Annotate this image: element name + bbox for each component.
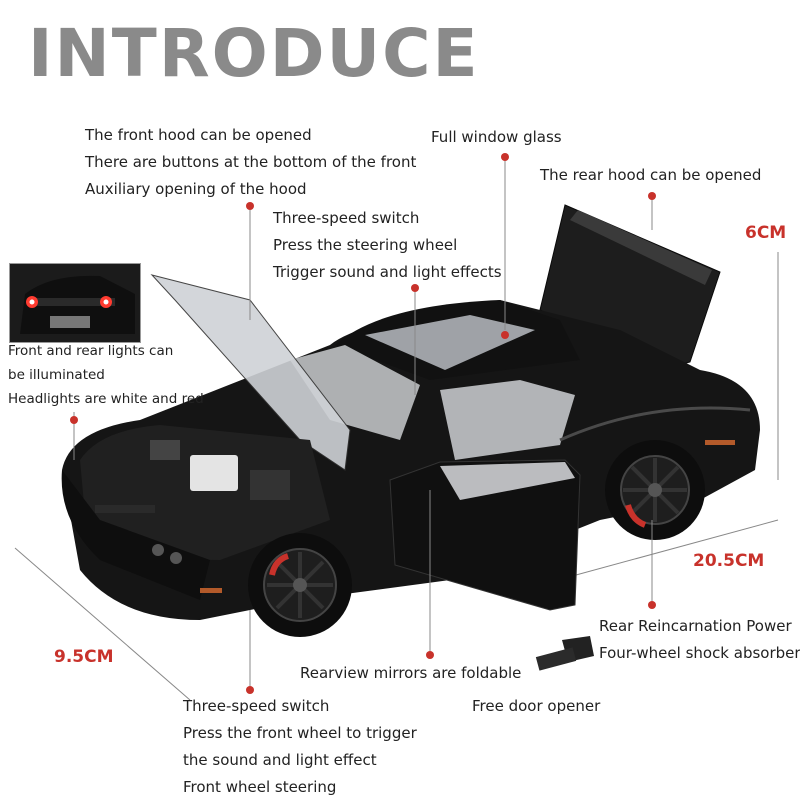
door-opener-label: Free door opener (472, 697, 601, 715)
lights-label: Front and rear lights can be illuminated… (8, 343, 204, 407)
rear-lights-inset-photo (9, 263, 141, 343)
steering-switch-label: Three-speed switch Press the steering wh… (273, 209, 502, 281)
height-dimension: 6CM (745, 223, 787, 243)
rear-wheel (605, 440, 705, 540)
width-dimension: 9.5CM (54, 647, 114, 667)
rear-power-label: Rear Reincarnation Power Four-wheel shoc… (599, 617, 800, 662)
front-wheel (248, 533, 352, 637)
length-dimension: 20.5CM (693, 551, 765, 571)
mirrors-label: Rearview mirrors are foldable (300, 664, 522, 682)
screw-part (535, 636, 594, 671)
dimension-guides (14, 252, 779, 701)
callout-lines (73, 160, 653, 690)
page-title: INTRODUCE (28, 15, 480, 92)
front-hood-label: The front hood can be opened There are b… (85, 126, 417, 198)
window-glass-label: Full window glass (431, 128, 562, 146)
callout-dots (70, 153, 656, 694)
rear-hood-label: The rear hood can be opened (540, 166, 762, 184)
front-wheel-switch-label: Three-speed switch Press the front wheel… (183, 697, 417, 796)
